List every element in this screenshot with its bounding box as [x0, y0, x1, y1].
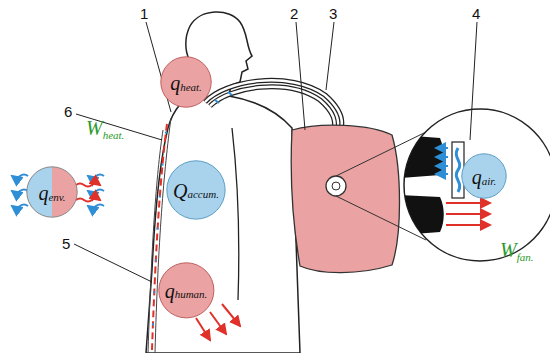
subscript-text: air.	[482, 176, 496, 187]
callout-number: 5	[62, 236, 70, 251]
callout-number: 4	[472, 6, 480, 21]
energy-symbol: Wheat.	[86, 118, 124, 138]
subscript-text: heat.	[103, 129, 125, 141]
circle-label: qair.	[461, 153, 507, 199]
symbol-text: Q	[173, 181, 187, 201]
callout-number: 6	[64, 104, 72, 119]
symbol-text: q	[38, 183, 48, 203]
circle-label: qheat.	[160, 56, 212, 108]
subscript-text: accum.	[187, 189, 218, 200]
symbol-text: q	[165, 281, 175, 301]
subscript-text: env.	[48, 192, 65, 203]
subscript-text: fan.	[517, 251, 534, 263]
flow-circle: qair.	[461, 153, 507, 199]
circle-label: Qaccum.	[166, 160, 226, 220]
callout-number: 2	[290, 6, 298, 21]
symbol-text: W	[500, 239, 517, 261]
backpack	[291, 125, 399, 272]
magnifier-circle	[404, 109, 550, 261]
symbol-text: W	[86, 117, 103, 139]
person-body	[146, 12, 300, 353]
callout-number: 3	[329, 6, 337, 21]
energy-symbol: Wfan.	[500, 240, 533, 260]
callout-number: 1	[140, 6, 148, 21]
circle-label: qhuman.	[158, 262, 215, 319]
symbol-text: q	[472, 167, 482, 187]
flow-circle: qhuman.	[158, 262, 215, 319]
circle-label: qenv.	[26, 166, 78, 218]
symbol-text: q	[170, 73, 180, 93]
flow-circle: qenv.	[26, 166, 78, 218]
subscript-text: human.	[175, 289, 208, 300]
subscript-text: heat.	[180, 82, 202, 93]
flow-circle: qheat.	[160, 56, 212, 108]
flow-circle: Qaccum.	[166, 160, 226, 220]
